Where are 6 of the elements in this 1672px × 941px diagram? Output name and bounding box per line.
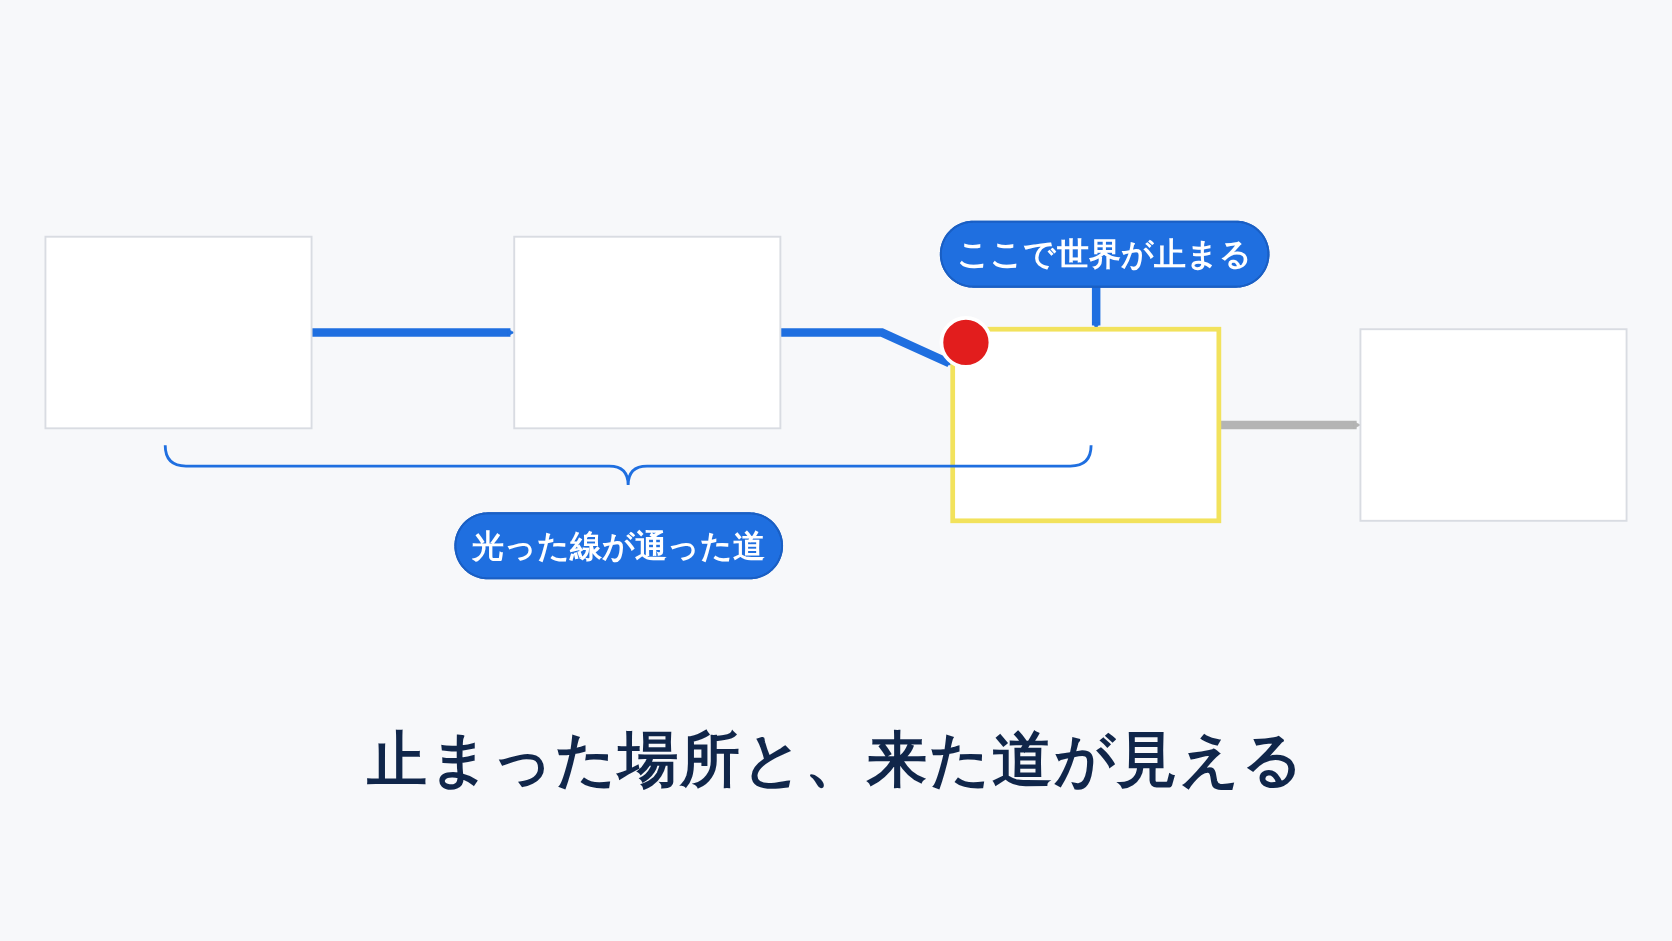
arrow bbox=[311, 328, 515, 337]
node-box bbox=[44, 235, 313, 430]
caption: 止まった場所と、来た道が見える bbox=[367, 724, 1305, 794]
node-box bbox=[513, 235, 782, 430]
node-box bbox=[1359, 328, 1628, 522]
node-box bbox=[950, 326, 1222, 524]
